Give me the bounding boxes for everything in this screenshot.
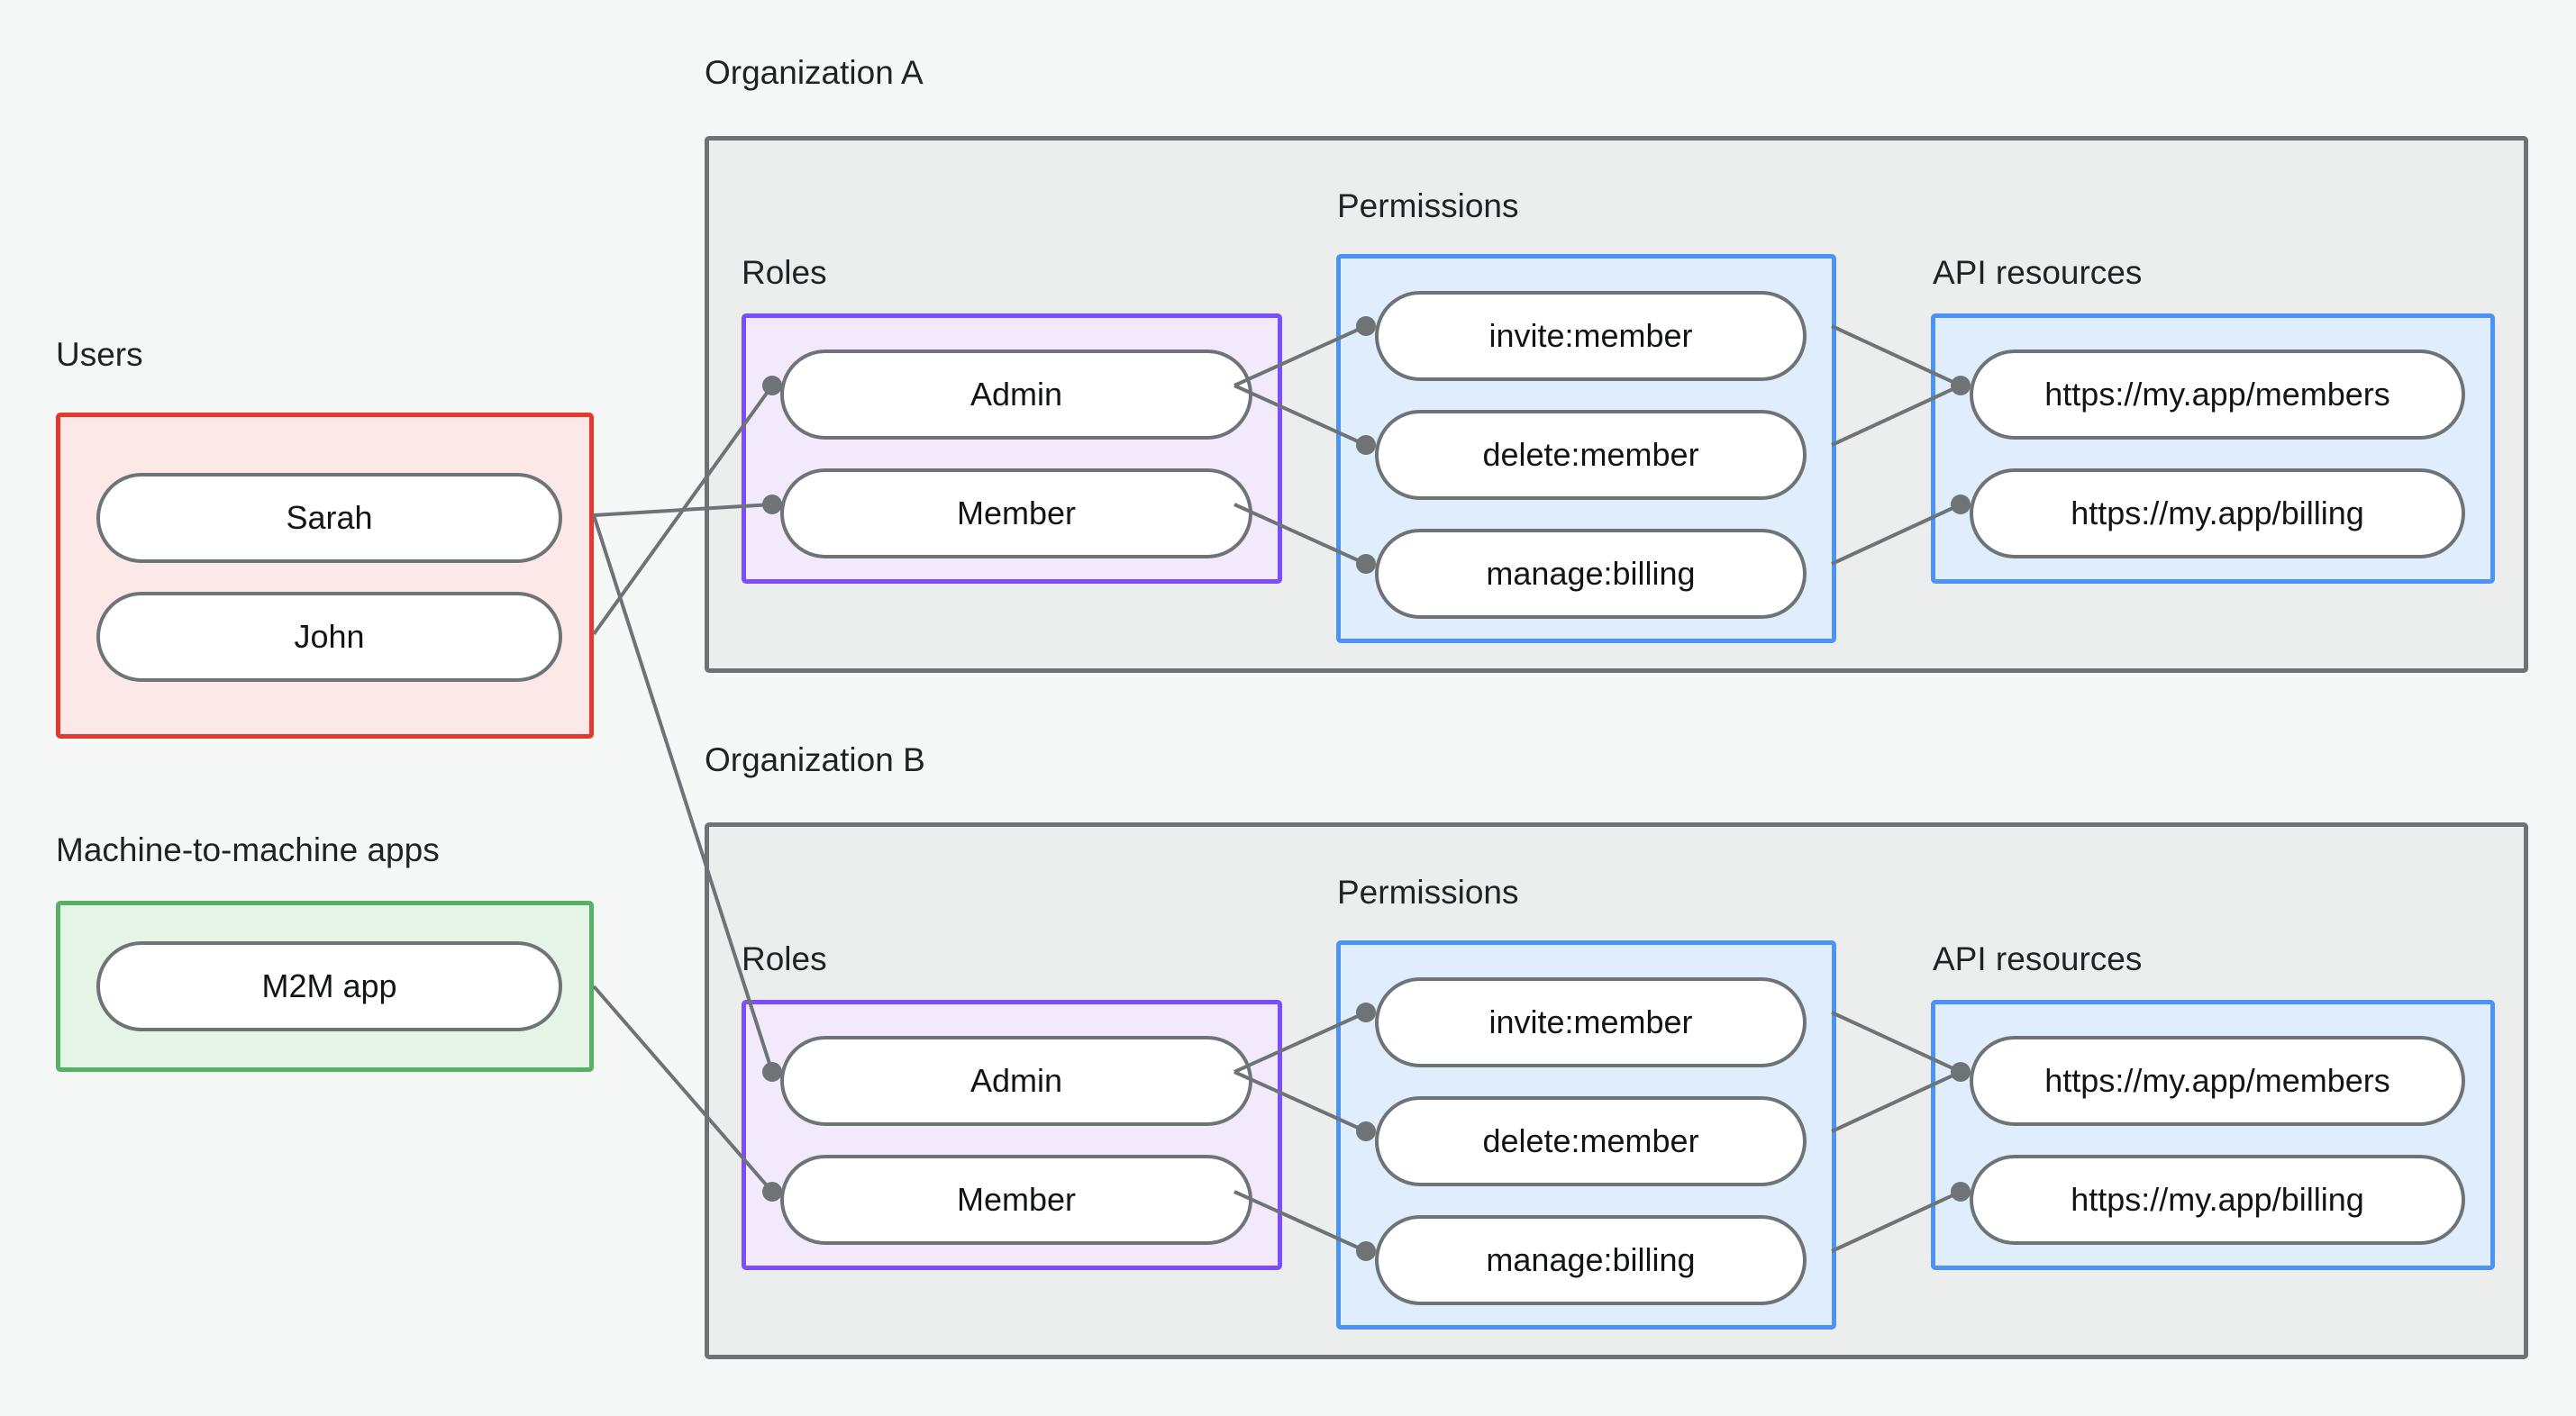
org-a-api-container: https://my.app/members https://my.app/bi… xyxy=(1931,313,2495,584)
org-a-permissions-label: Permissions xyxy=(1337,187,1519,224)
org-a-roles-container: Admin Member xyxy=(742,313,1282,584)
org-b-permission-invite-member[interactable]: invite:member xyxy=(1375,977,1807,1067)
user-node-sarah[interactable]: Sarah xyxy=(96,473,562,563)
org-b-permissions-label: Permissions xyxy=(1337,874,1519,911)
user-node-john[interactable]: John xyxy=(96,592,562,682)
org-a-role-member[interactable]: Member xyxy=(780,468,1252,558)
org-b-permissions-container: invite:member delete:member manage:billi… xyxy=(1336,940,1836,1330)
org-b-role-admin[interactable]: Admin xyxy=(780,1036,1252,1126)
users-group-label: Users xyxy=(56,336,143,373)
org-b-roles-label: Roles xyxy=(742,940,827,977)
org-a-label: Organization A xyxy=(705,54,924,91)
org-a-role-admin[interactable]: Admin xyxy=(780,349,1252,440)
org-b-role-member[interactable]: Member xyxy=(780,1155,1252,1245)
org-a-container: Roles Admin Member Permissions invite:me… xyxy=(705,136,2528,673)
org-a-roles-label: Roles xyxy=(742,254,827,291)
org-b-permission-manage-billing[interactable]: manage:billing xyxy=(1375,1215,1807,1305)
org-b-api-billing[interactable]: https://my.app/billing xyxy=(1970,1155,2465,1245)
m2m-container: M2M app xyxy=(56,901,594,1072)
org-a-api-billing[interactable]: https://my.app/billing xyxy=(1970,468,2465,558)
org-b-api-label: API resources xyxy=(1933,940,2143,977)
org-a-api-label: API resources xyxy=(1933,254,2143,291)
org-a-api-members[interactable]: https://my.app/members xyxy=(1970,349,2465,440)
m2m-node-app[interactable]: M2M app xyxy=(96,941,562,1031)
org-b-roles-container: Admin Member xyxy=(742,1000,1282,1270)
org-b-api-members[interactable]: https://my.app/members xyxy=(1970,1036,2465,1126)
org-a-permission-invite-member[interactable]: invite:member xyxy=(1375,291,1807,381)
org-b-permission-delete-member[interactable]: delete:member xyxy=(1375,1096,1807,1186)
org-b-label: Organization B xyxy=(705,741,925,778)
org-b-api-container: https://my.app/members https://my.app/bi… xyxy=(1931,1000,2495,1270)
org-a-permissions-container: invite:member delete:member manage:billi… xyxy=(1336,254,1836,643)
org-a-permission-manage-billing[interactable]: manage:billing xyxy=(1375,529,1807,619)
org-a-permission-delete-member[interactable]: delete:member xyxy=(1375,410,1807,500)
org-b-container: Roles Admin Member Permissions invite:me… xyxy=(705,822,2528,1359)
m2m-group-label: Machine-to-machine apps xyxy=(56,831,440,868)
users-container: Sarah John xyxy=(56,413,594,739)
